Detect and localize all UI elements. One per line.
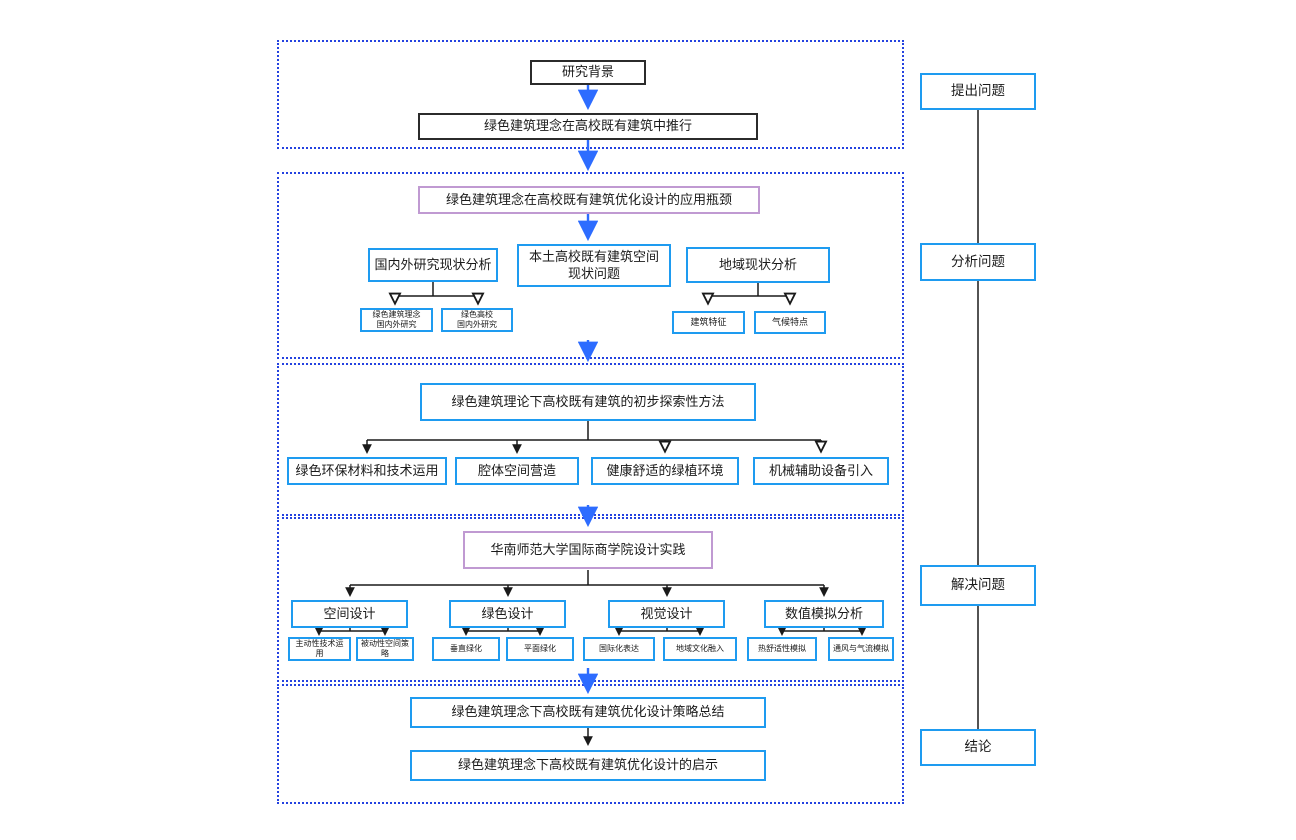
box-sub-international-expression: 国际化表达 <box>583 637 655 661</box>
box-method-mechanical-equipment: 机械辅助设备引入 <box>753 457 889 485</box>
box-green-concept-research: 绿色建筑理念 国内外研究 <box>360 308 433 332</box>
box-domestic-foreign-research: 国内外研究现状分析 <box>368 248 498 282</box>
box-design-practice-title: 华南师范大学国际商学院设计实践 <box>463 531 713 569</box>
box-exploratory-methods-title: 绿色建筑理论下高校既有建筑的初步探索性方法 <box>420 383 756 421</box>
box-category-space-design: 空间设计 <box>291 600 408 628</box>
box-sub-active-technology: 主动性技术运用 <box>288 637 351 661</box>
box-category-green-design: 绿色设计 <box>449 600 566 628</box>
rail-box-conclusion: 结论 <box>920 729 1036 766</box>
box-method-cavity-space: 腔体空间营造 <box>455 457 579 485</box>
box-method-eco-materials: 绿色环保材料和技术运用 <box>287 457 447 485</box>
box-sub-planar-greening: 平面绿化 <box>506 637 574 661</box>
box-bottleneck-title: 绿色建筑理念在高校既有建筑优化设计的应用瓶颈 <box>418 186 760 214</box>
rail-box-solve-question: 解决问题 <box>920 565 1036 606</box>
box-green-campus-research: 绿色高校 国内外研究 <box>441 308 513 332</box>
box-regional-status-analysis: 地域现状分析 <box>686 247 830 283</box>
box-building-characteristics: 建筑特征 <box>672 311 745 334</box>
box-research-background: 研究背景 <box>530 60 646 85</box>
rail-box-raise-question: 提出问题 <box>920 73 1036 110</box>
box-green-concept-promotion: 绿色建筑理念在高校既有建筑中推行 <box>418 113 758 140</box>
box-category-visual-design: 视觉设计 <box>608 600 725 628</box>
box-category-numerical-simulation: 数值模拟分析 <box>764 600 884 628</box>
box-method-green-plant-environment: 健康舒适的绿植环境 <box>591 457 739 485</box>
box-local-campus-space-issues: 本土高校既有建筑空间现状问题 <box>517 244 671 287</box>
box-sub-vertical-greening: 垂直绿化 <box>432 637 500 661</box>
box-sub-thermal-comfort-simulation: 热舒适性模拟 <box>747 637 817 661</box>
box-sub-passive-space-strategy: 被动性空间策略 <box>356 637 414 661</box>
section-research-background-frame <box>277 40 904 149</box>
rail-box-analyze-question: 分析问题 <box>920 243 1036 281</box>
box-strategy-summary: 绿色建筑理念下高校既有建筑优化设计策略总结 <box>410 697 766 728</box>
box-sub-regional-culture: 地域文化融入 <box>663 637 737 661</box>
box-design-insight: 绿色建筑理念下高校既有建筑优化设计的启示 <box>410 750 766 781</box>
box-climate-characteristics: 气候特点 <box>754 311 826 334</box>
box-sub-ventilation-airflow-simulation: 通风与气流模拟 <box>828 637 894 661</box>
